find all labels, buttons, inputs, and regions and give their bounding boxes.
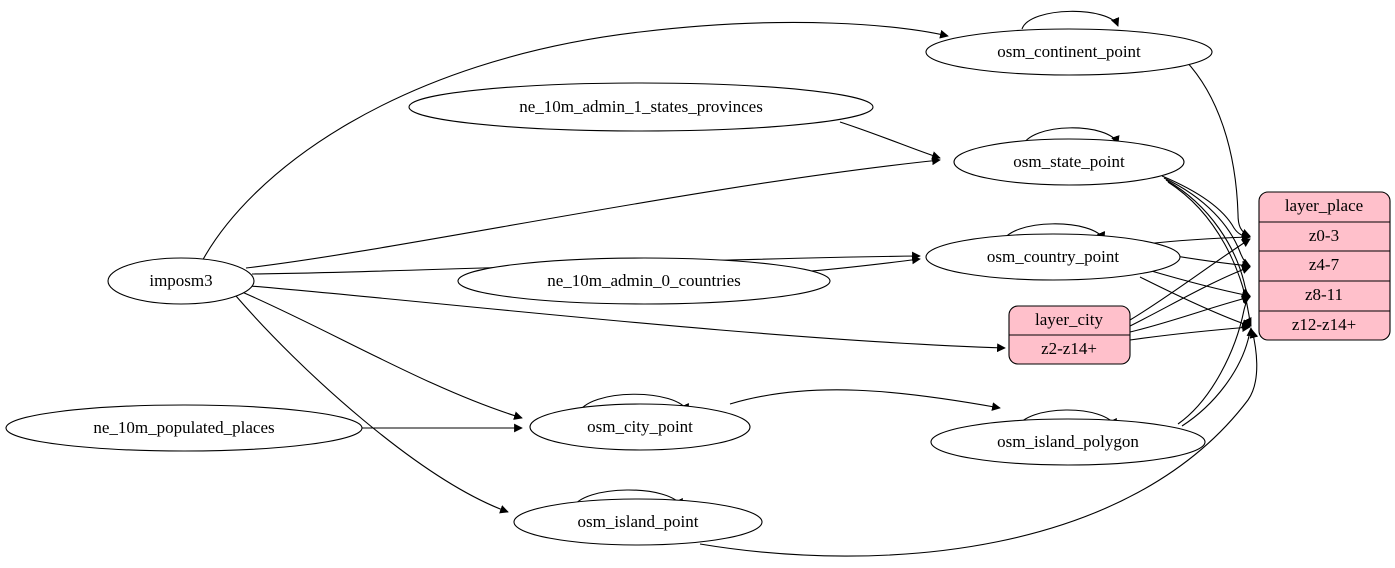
selfloop-osm-continent-point bbox=[1021, 10, 1120, 30]
edge-layer-city-to-layer-place-z4-7 bbox=[1129, 265, 1251, 327]
edge-imposm3-to-osm-island-point bbox=[235, 295, 509, 514]
node-osm-country-point[interactable]: osm_country_point bbox=[925, 233, 1181, 281]
edge-continent-to-layer-place-z0-3 bbox=[1184, 59, 1251, 238]
node-osm-island-point[interactable]: osm_island_point bbox=[513, 498, 763, 546]
edge-island-point-to-layer-place-z12 bbox=[699, 329, 1259, 557]
edge-country-to-layer-place-z12 bbox=[1139, 276, 1251, 328]
edge-state-to-layer-place-z12 bbox=[1167, 181, 1252, 327]
node-ne-populated-label: ne_10m_populated_places bbox=[93, 418, 274, 437]
edge-country-to-layer-place-z0-3 bbox=[1145, 232, 1251, 245]
node-osm-city-point-label: osm_city_point bbox=[587, 417, 693, 436]
record-layer-place-row-z0-3[interactable]: z0-3 bbox=[1309, 226, 1339, 245]
edge-imposm3-to-osm-state-point bbox=[245, 156, 941, 269]
record-layer-place-row-z8-11[interactable]: z8-11 bbox=[1305, 285, 1343, 304]
node-osm-state-point[interactable]: osm_state_point bbox=[953, 138, 1185, 186]
node-ne-states-label: ne_10m_admin_1_states_provinces bbox=[519, 97, 763, 116]
record-layer-city[interactable]: layer_city z2-z14+ bbox=[1008, 305, 1131, 365]
node-osm-continent-point[interactable]: osm_continent_point bbox=[925, 28, 1213, 76]
record-layer-place-title: layer_place bbox=[1285, 196, 1363, 215]
edge-island-polygon-to-layer-place-z8-11 bbox=[1177, 296, 1251, 425]
node-osm-state-point-label: osm_state_point bbox=[1013, 152, 1125, 171]
record-layer-city-title: layer_city bbox=[1035, 310, 1103, 329]
selfloop-osm-city-point bbox=[577, 393, 689, 415]
selfloop-osm-state-point bbox=[1021, 127, 1120, 148]
node-ne-10m-populated-places[interactable]: ne_10m_populated_places bbox=[5, 404, 363, 452]
node-imposm3[interactable]: imposm3 bbox=[107, 257, 255, 305]
node-osm-continent-point-label: osm_continent_point bbox=[997, 42, 1141, 61]
node-osm-island-polygon-label: osm_island_polygon bbox=[997, 432, 1139, 451]
node-ne-10m-admin-0-countries[interactable]: ne_10m_admin_0_countries bbox=[457, 257, 831, 305]
node-osm-island-polygon[interactable]: osm_island_polygon bbox=[930, 418, 1206, 466]
node-ne-countries-label: ne_10m_admin_0_countries bbox=[547, 271, 741, 290]
record-layer-city-row-0[interactable]: z2-z14+ bbox=[1041, 339, 1097, 358]
record-layer-place-row-z12[interactable]: z12-z14+ bbox=[1292, 315, 1356, 334]
edge-imposm3-to-osm-city-point bbox=[241, 291, 523, 420]
edge-layer-city-to-layer-place-z12 bbox=[1129, 323, 1251, 341]
node-imposm3-label: imposm3 bbox=[149, 271, 212, 290]
edge-city-to-island-polygon bbox=[729, 389, 1001, 411]
edge-ne-states-to-osm-state-point bbox=[839, 121, 941, 160]
node-osm-city-point[interactable]: osm_city_point bbox=[529, 403, 751, 451]
edge-country-to-layer-place-z8-11 bbox=[1147, 269, 1251, 299]
node-osm-island-point-label: osm_island_point bbox=[578, 512, 699, 531]
record-layer-place-row-z4-7[interactable]: z4-7 bbox=[1309, 255, 1340, 274]
node-osm-country-point-label: osm_country_point bbox=[987, 247, 1119, 266]
edge-layer-city-to-layer-place-z0-3 bbox=[1129, 238, 1251, 321]
nodes-layer: imposm3 ne_10m_admin_1_states_provinces … bbox=[5, 28, 1391, 546]
edge-imposm3-to-layer-city bbox=[249, 285, 1006, 353]
edge-ne-countries-to-osm-country-point bbox=[799, 255, 921, 273]
record-layer-place[interactable]: layer_place z0-3 z4-7 z8-11 z12-z14+ bbox=[1258, 191, 1391, 341]
edges-layer bbox=[199, 10, 1259, 557]
node-ne-10m-admin-1-states-provinces[interactable]: ne_10m_admin_1_states_provinces bbox=[408, 82, 874, 132]
edge-layer-city-to-layer-place-z8-11 bbox=[1129, 294, 1251, 333]
edge-imposm3-to-osm-continent-point bbox=[199, 21, 949, 266]
